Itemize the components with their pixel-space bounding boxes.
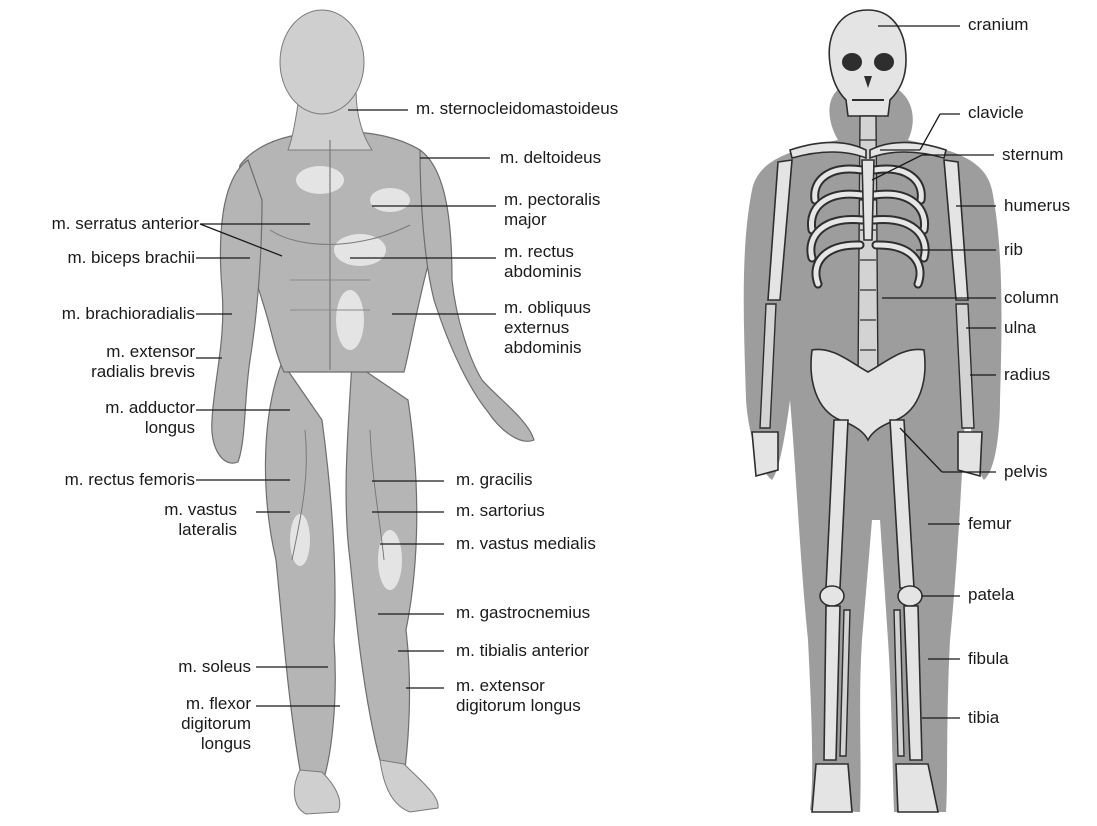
label-line: m. gastrocnemius	[456, 603, 590, 623]
label-line: m. rectus femoris	[65, 470, 195, 490]
label-line: longus	[105, 418, 195, 438]
label-line: major	[504, 210, 600, 230]
label-line: m. serratus anterior	[52, 214, 199, 234]
label-line: m. obliquus	[504, 298, 591, 318]
label-biceps-brachii: m. biceps brachii	[67, 248, 195, 268]
label-line: m. pectoralis	[504, 190, 600, 210]
label-clavicle: clavicle	[968, 103, 1024, 123]
label-line: abdominis	[504, 338, 591, 358]
label-cranium: cranium	[968, 15, 1028, 35]
label-line: abdominis	[504, 262, 582, 282]
label-extensor-digitorum-longus: m. extensor digitorum longus	[456, 676, 581, 716]
label-flexor-digitorum-longus: m. flexor digitorum longus	[181, 694, 251, 754]
label-humerus: humerus	[1004, 196, 1070, 216]
label-line: m. vastus medialis	[456, 534, 596, 554]
label-line: m. vastus	[164, 500, 237, 520]
label-sartorius: m. sartorius	[456, 501, 545, 521]
label-line: m. tibialis anterior	[456, 641, 589, 661]
label-pelvis: pelvis	[1004, 462, 1047, 482]
label-rectus-abdominis: m. rectus abdominis	[504, 242, 582, 282]
label-serratus-anterior: m. serratus anterior	[52, 214, 199, 234]
label-gastrocnemius: m. gastrocnemius	[456, 603, 590, 623]
label-line: externus	[504, 318, 591, 338]
skeleton-figure	[744, 10, 1002, 812]
label-line: clavicle	[968, 103, 1024, 123]
label-line: longus	[181, 734, 251, 754]
label-line: lateralis	[164, 520, 237, 540]
label-line: column	[1004, 288, 1059, 308]
label-line: pelvis	[1004, 462, 1047, 482]
label-soleus: m. soleus	[178, 657, 251, 677]
label-vastus-lateralis: m. vastus lateralis	[164, 500, 237, 540]
label-line: tibia	[968, 708, 999, 728]
label-line: cranium	[968, 15, 1028, 35]
label-line: m. extensor	[91, 342, 195, 362]
label-femur: femur	[968, 514, 1011, 534]
label-line: m. extensor	[456, 676, 581, 696]
label-sternum: sternum	[1002, 145, 1063, 165]
label-line: m. deltoideus	[500, 148, 601, 168]
label-column: column	[1004, 288, 1059, 308]
label-rectus-femoris: m. rectus femoris	[65, 470, 195, 490]
label-line: sternum	[1002, 145, 1063, 165]
label-line: radialis brevis	[91, 362, 195, 382]
label-line: m. biceps brachii	[67, 248, 195, 268]
label-brachioradialis: m. brachioradialis	[62, 304, 195, 324]
label-line: m. flexor	[181, 694, 251, 714]
label-patela: patela	[968, 585, 1014, 605]
label-line: m. sternocleidomastoideus	[416, 99, 618, 119]
label-line: rib	[1004, 240, 1023, 260]
label-ulna: ulna	[1004, 318, 1036, 338]
label-pectoralis-major: m. pectoralis major	[504, 190, 600, 230]
label-line: m. brachioradialis	[62, 304, 195, 324]
label-line: m. soleus	[178, 657, 251, 677]
label-vastus-medialis: m. vastus medialis	[456, 534, 596, 554]
label-line: digitorum	[181, 714, 251, 734]
label-line: ulna	[1004, 318, 1036, 338]
label-line: femur	[968, 514, 1011, 534]
label-tibialis-anterior: m. tibialis anterior	[456, 641, 589, 661]
label-line: humerus	[1004, 196, 1070, 216]
label-line: radius	[1004, 365, 1050, 385]
label-line: m. sartorius	[456, 501, 545, 521]
label-line: patela	[968, 585, 1014, 605]
label-line: fibula	[968, 649, 1009, 669]
label-line: m. gracilis	[456, 470, 533, 490]
label-tibia: tibia	[968, 708, 999, 728]
label-line: m. adductor	[105, 398, 195, 418]
label-fibula: fibula	[968, 649, 1009, 669]
label-rib: rib	[1004, 240, 1023, 260]
label-adductor-longus: m. adductor longus	[105, 398, 195, 438]
label-gracilis: m. gracilis	[456, 470, 533, 490]
label-line: m. rectus	[504, 242, 582, 262]
label-line: digitorum longus	[456, 696, 581, 716]
label-sternocleidomastoideus: m. sternocleidomastoideus	[416, 99, 618, 119]
label-extensor-radialis-brevis: m. extensor radialis brevis	[91, 342, 195, 382]
label-radius: radius	[1004, 365, 1050, 385]
label-deltoideus: m. deltoideus	[500, 148, 601, 168]
label-obliquus-externus-abdominis: m. obliquus externus abdominis	[504, 298, 591, 358]
